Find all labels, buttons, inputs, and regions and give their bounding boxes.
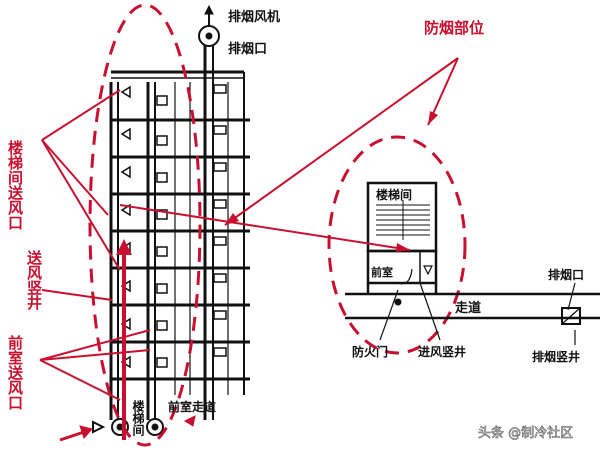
label-supply-shaft-text: 送风竖井	[25, 249, 43, 311]
supply-air-arrow	[116, 239, 132, 440]
watermark: 头条 @制冷社区	[478, 425, 573, 441]
anteroom-supply-outlets	[156, 95, 168, 368]
plan-leaders	[379, 282, 576, 345]
label-fire-door: 防火门	[352, 344, 388, 359]
label-stair-supply-outlet: 楼梯间送风口	[6, 139, 24, 230]
label-exhaust-outlet-right: 排烟口	[548, 267, 584, 282]
bottom-red-arrows	[59, 415, 196, 442]
plan-ellipse	[327, 135, 467, 355]
label-supply-shaft: 送风竖井	[25, 249, 43, 311]
label-stair-supply-outlet-text: 楼梯间送风口	[6, 139, 24, 230]
callout-arrowheads	[225, 111, 438, 252]
label-corridor: 走道	[455, 300, 481, 316]
label-exhaust-outlet-top: 排烟口	[228, 41, 267, 57]
exhaust-fan-icon	[198, 4, 220, 47]
callout-lines	[39, 57, 459, 401]
building-elevation	[109, 40, 250, 420]
exhaust-outlets	[213, 84, 227, 357]
label-anteroom-corridor: 前室走道	[168, 399, 216, 414]
label-intake-shaft: 进风竖井	[418, 344, 466, 359]
label-anteroom-plan: 前室	[371, 265, 393, 279]
label-anteroom-supply-outlet: 前室送风口	[6, 334, 24, 410]
label-smoke-control-area: 防烟部位	[424, 19, 484, 37]
label-exhaust-fan: 排烟风机	[228, 9, 280, 25]
label-exhaust-shaft: 排烟竖井	[532, 349, 580, 364]
label-anteroom-supply-outlet-text: 前室送风口	[6, 334, 24, 410]
label-stairwell-bottom: 楼梯间	[131, 399, 145, 437]
label-stairwell-plan: 楼梯间	[376, 187, 412, 202]
stair-ellipse	[88, 3, 202, 447]
